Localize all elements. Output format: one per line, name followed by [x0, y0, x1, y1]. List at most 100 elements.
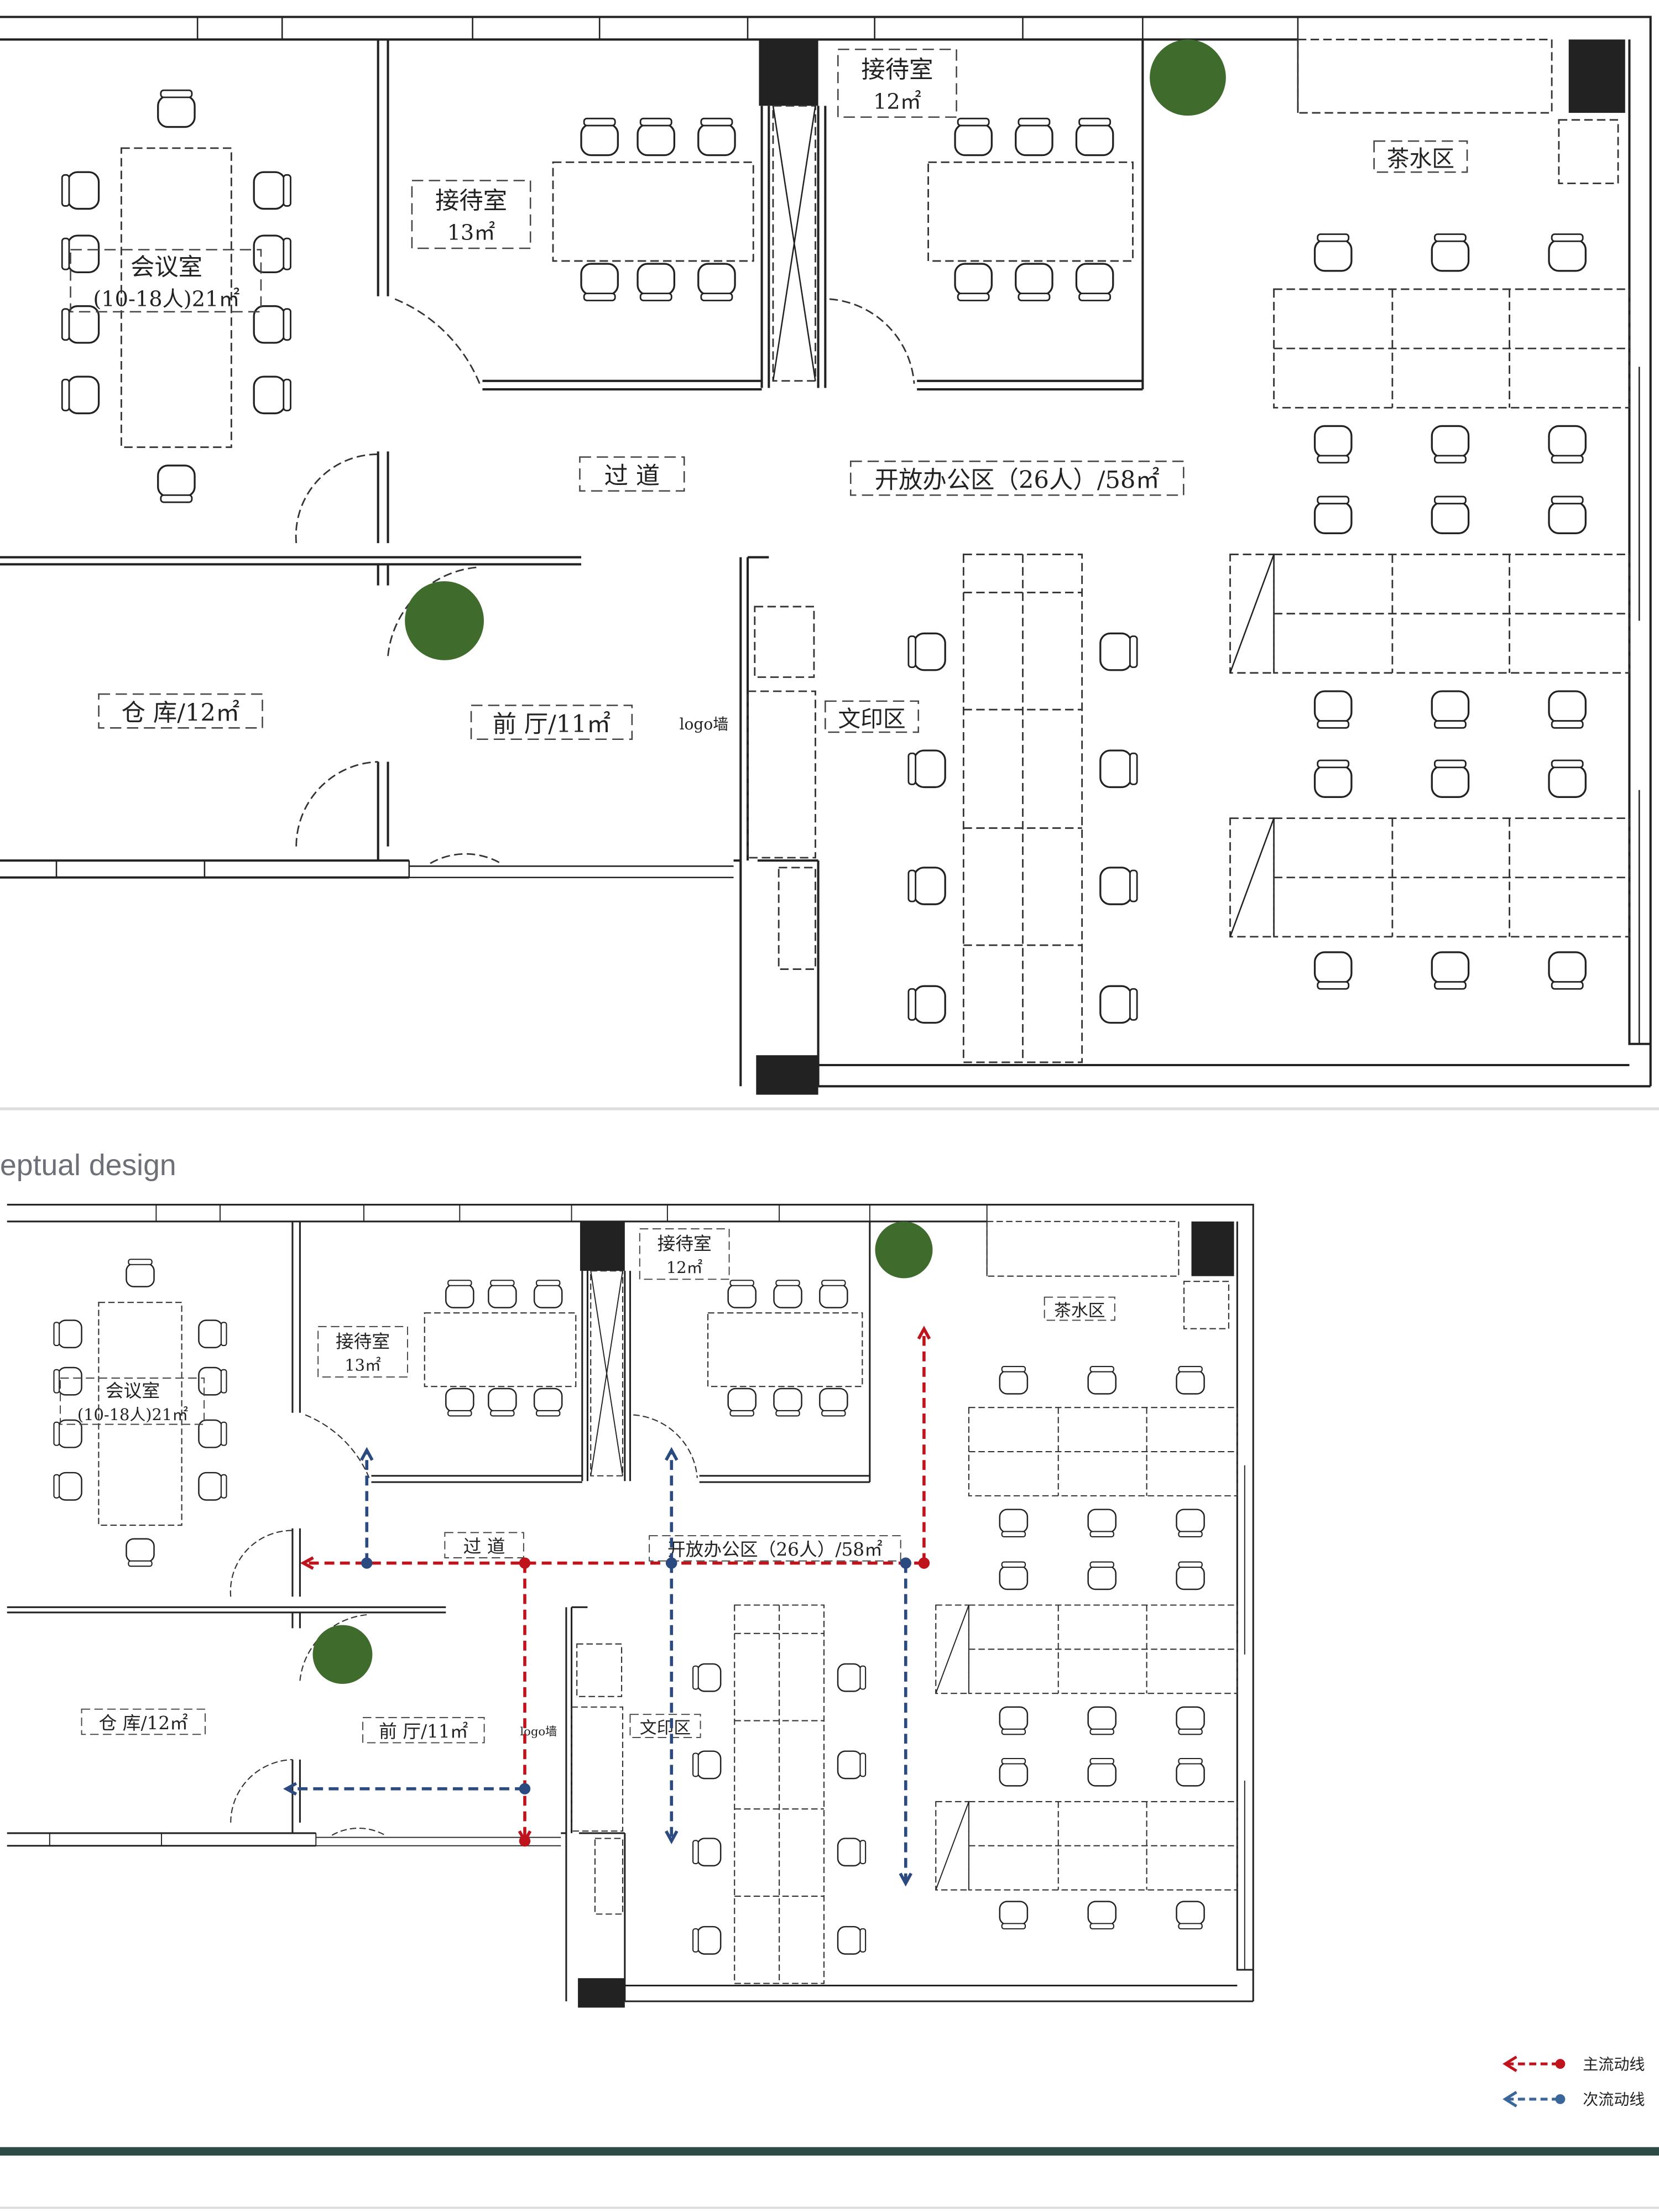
chair-icon	[1548, 495, 1587, 534]
dot-icon	[918, 1557, 930, 1569]
chairs	[53, 1259, 1205, 1955]
chair-icon	[253, 375, 291, 415]
chair-icon	[907, 632, 946, 671]
chair-icon	[1087, 1366, 1117, 1395]
chair-icon	[445, 1280, 474, 1308]
chair-icon	[1015, 263, 1053, 301]
cabinet	[594, 1838, 624, 1915]
storage-label: 仓 库/12㎡	[122, 700, 240, 727]
chair-icon	[907, 749, 946, 789]
secondary-flow	[665, 1557, 679, 1844]
furniture	[120, 39, 1619, 1063]
chair-icon	[637, 117, 676, 156]
plant-icon	[875, 1221, 933, 1279]
chair-icon	[1099, 867, 1138, 905]
arrow-icon	[360, 1447, 374, 1461]
chair-icon	[1176, 1757, 1205, 1787]
furniture	[98, 1220, 1229, 1984]
chair-icon	[61, 375, 100, 415]
room-labels: 会议室 (10-18人)21㎡ 接待室 13㎡ 接待室 12㎡ 茶水区 过 道 …	[70, 49, 1468, 740]
chair-icon	[999, 1366, 1029, 1395]
chair-icon	[1087, 1509, 1117, 1538]
open-office-label: 开放办公区（26人）/58㎡	[667, 1539, 883, 1560]
dot-icon	[519, 1783, 531, 1794]
arrow-left-icon	[1503, 2056, 1517, 2073]
chair-icon	[533, 1387, 563, 1417]
chair-icon	[819, 1280, 848, 1308]
chair-icon	[999, 1706, 1029, 1735]
plant-icon	[405, 581, 484, 660]
chair-icon	[954, 263, 993, 301]
reception-b-label: 接待室	[658, 1233, 712, 1254]
plant-icon	[1150, 39, 1226, 116]
chair-icon	[253, 171, 291, 210]
chair-icon	[1099, 749, 1138, 789]
cabinet	[935, 1604, 970, 1694]
walls	[7, 1203, 1254, 2008]
pillar	[759, 39, 818, 106]
dot-icon	[1555, 2094, 1566, 2104]
chair-icon	[954, 117, 993, 156]
reception-b-area: 12㎡	[666, 1258, 703, 1277]
chair-icon	[1431, 425, 1470, 464]
tea-area-label: 茶水区	[1054, 1301, 1105, 1321]
chair-icon	[692, 1663, 722, 1692]
chair-icon	[1548, 233, 1587, 272]
section-subtitle: eptual design	[0, 1149, 176, 1182]
chair-icon	[1431, 951, 1470, 990]
dot-icon	[519, 1835, 531, 1847]
chair-icon	[1087, 1706, 1117, 1735]
secondary-flow	[899, 1557, 913, 1887]
chair-icon	[692, 1926, 722, 1955]
chair-icon	[488, 1280, 517, 1308]
secondary-flow	[360, 1447, 374, 1569]
chair-icon	[999, 1757, 1029, 1787]
room-labels: 会议室 (10-18人)21㎡ 接待室 13㎡ 接待室 12㎡ 茶水区 过 道 …	[60, 1228, 1115, 1744]
chairs	[61, 89, 1587, 1024]
accent-bar	[0, 2147, 1659, 2156]
plant-icon	[312, 1625, 373, 1684]
fridge	[1183, 1281, 1229, 1329]
arrow-icon	[665, 1830, 679, 1844]
reception-a-area: 13㎡	[345, 1356, 381, 1375]
chair-icon	[907, 985, 946, 1024]
chair-icon	[692, 1750, 722, 1780]
desk-rows	[935, 1407, 1238, 1891]
desk-row	[1273, 554, 1630, 674]
chair-icon	[1075, 263, 1114, 301]
chair-icon	[1548, 951, 1587, 990]
chair-icon	[61, 171, 100, 210]
chair-icon	[697, 117, 736, 156]
reception-a-label: 接待室	[435, 187, 507, 215]
chair-icon	[488, 1387, 517, 1417]
chair-icon	[253, 305, 291, 344]
chair-icon	[445, 1387, 474, 1417]
chair-icon	[126, 1259, 155, 1287]
print-cabinet	[571, 1706, 624, 1832]
meeting-table	[120, 147, 232, 448]
pillar	[756, 1055, 818, 1095]
cabinet	[772, 105, 816, 382]
legend-primary-label: 主流动线	[1583, 2055, 1645, 2073]
storage-label: 仓 库/12㎡	[99, 1713, 188, 1734]
chair-icon	[999, 1509, 1029, 1538]
chair-icon	[1313, 951, 1353, 990]
dot-icon	[519, 1557, 531, 1569]
arrow-icon	[665, 1447, 679, 1461]
chair-icon	[61, 234, 100, 274]
corridor-label: 过 道	[604, 462, 660, 490]
chair-icon	[1087, 1901, 1117, 1929]
cabinet	[778, 867, 816, 970]
chair-icon	[1313, 690, 1353, 729]
chair-icon	[53, 1472, 82, 1501]
chair-icon	[53, 1366, 82, 1396]
chair-icon	[1431, 495, 1470, 534]
dot-icon	[1555, 2059, 1566, 2069]
floor-plan-circulation: 会议室 (10-18人)21㎡ 接待室 13㎡ 接待室 12㎡ 茶水区 过 道 …	[7, 1203, 1254, 2008]
chair-icon	[773, 1387, 802, 1417]
meeting-room-capacity: (10-18人)21㎡	[93, 287, 239, 312]
arrow-icon	[917, 1326, 931, 1340]
pillar	[1568, 39, 1625, 113]
print-cabinet	[747, 690, 816, 859]
